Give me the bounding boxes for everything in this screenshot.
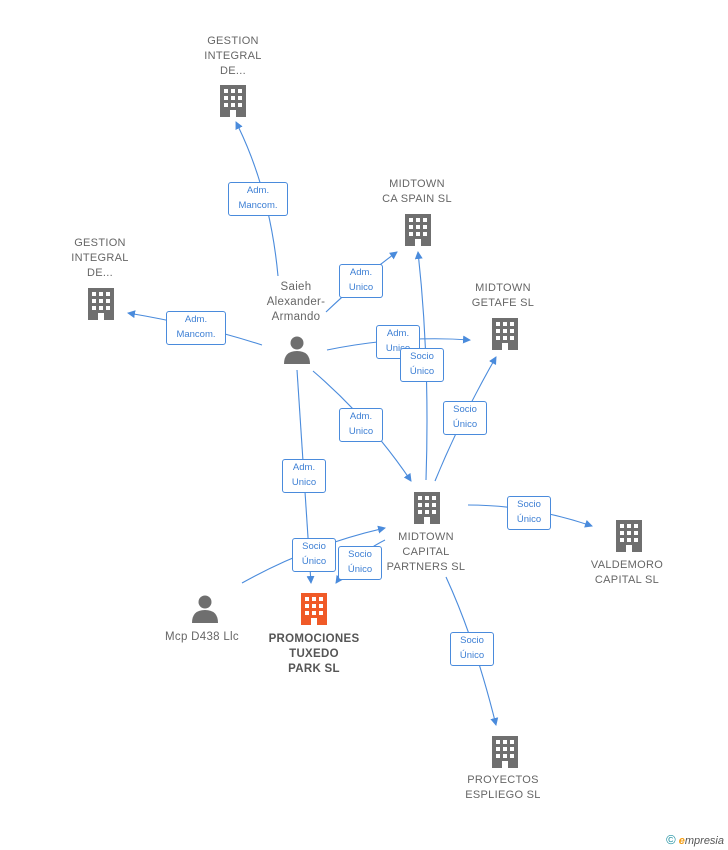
edge-label-socio-unico: Socio Único [338, 546, 382, 580]
edge-label-socio-unico: Socio Único [450, 632, 494, 666]
node-midtown-ca-spain[interactable]: MIDTOWN CA SPAIN SL [382, 178, 452, 205]
building-icon [492, 736, 518, 768]
edge-label-socio-unico: Socio Único [400, 348, 444, 382]
node-gestion-integral-1[interactable]: GESTION INTEGRAL DE... [204, 35, 262, 77]
building-icon [414, 492, 440, 524]
copyright-icon: © [666, 832, 676, 847]
edge-label-adm-unico: Adm. Unico [339, 264, 383, 298]
building-icon [492, 318, 518, 350]
node-promociones-tuxedo-park[interactable]: PROMOCIONES TUXEDO PARK SL [268, 633, 360, 675]
edge-label-socio-unico: Socio Único [443, 401, 487, 435]
node-saieh-alexander-armando[interactable]: Saieh Alexander- Armando [266, 281, 326, 323]
person-icon [284, 336, 310, 364]
edge-label-socio-unico: Socio Único [507, 496, 551, 530]
building-icon [616, 520, 642, 552]
edge-label-adm-mancom: Adm. Mancom. [166, 311, 226, 345]
edge-label-adm-unico: Adm. Unico [282, 459, 326, 493]
node-mcp-d438-llc[interactable]: Mcp D438 Llc [165, 631, 239, 643]
person-icon [192, 595, 218, 623]
building-icon [405, 214, 431, 246]
building-icon-highlight [301, 593, 327, 625]
node-midtown-getafe[interactable]: MIDTOWN GETAFE SL [471, 282, 535, 309]
edge-label-socio-unico: Socio Único [292, 538, 336, 572]
node-midtown-capital-partners[interactable]: MIDTOWN CAPITAL PARTNERS SL [386, 531, 466, 573]
building-icon [220, 85, 246, 117]
node-valdemoro-capital[interactable]: VALDEMORO CAPITAL SL [590, 559, 664, 586]
brand-logo-text: mpresia [684, 835, 724, 847]
building-icon [88, 288, 114, 320]
brand-logo-e: e [678, 835, 685, 847]
edge-label-adm-unico: Adm. Unico [339, 408, 383, 442]
edge-label-adm-mancom: Adm. Mancom. [228, 182, 288, 216]
node-proyectos-espliego[interactable]: PROYECTOS ESPLIEGO SL [465, 774, 541, 801]
brand-footer: ©empresia [666, 832, 724, 847]
node-gestion-integral-2[interactable]: GESTION INTEGRAL DE... [71, 237, 129, 279]
